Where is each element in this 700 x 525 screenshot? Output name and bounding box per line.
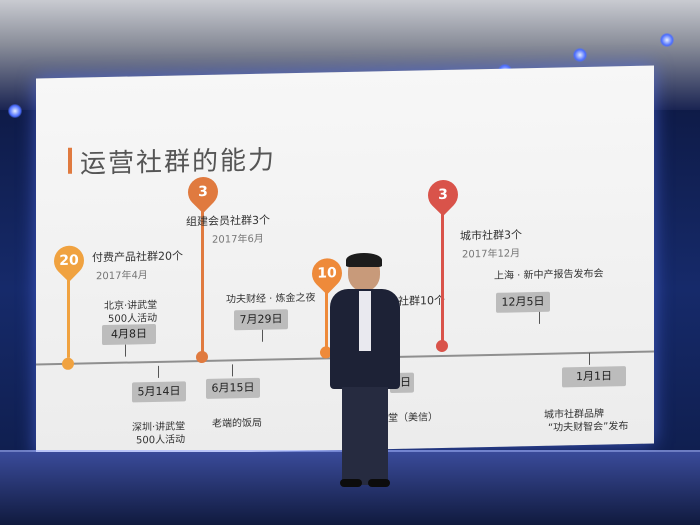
pin-stem (67, 277, 70, 358)
title-accent-bar (68, 147, 72, 174)
event-caption: “功夫财智会”发布 (548, 421, 629, 434)
pin-date: 2017年4月 (96, 270, 148, 283)
pin-stem (441, 211, 444, 342)
stage-light (573, 48, 587, 62)
slide-title: 运营社群的能力 (80, 145, 277, 180)
event-date-box: 12月5日 (496, 291, 550, 313)
pin-stem (325, 290, 328, 349)
pin-label: 组建会员社群3个 (186, 213, 270, 229)
event-tick (262, 329, 263, 342)
pin-base-dot (62, 357, 74, 370)
stage-light (660, 33, 674, 47)
event-tick (232, 364, 233, 377)
event-tick (589, 352, 590, 365)
stage-light (8, 104, 22, 118)
presenter-hair (346, 253, 382, 267)
presenter-shoe (368, 479, 390, 487)
event-caption: 500人活动 (136, 434, 186, 447)
pin-date: 2017年6月 (212, 233, 264, 246)
event-date-box: 7月29日 (234, 309, 288, 331)
event-caption: 上海 · 新中产报告发布会 (494, 268, 604, 282)
event-tick (539, 311, 540, 324)
milestone-pin: 20 (47, 239, 91, 282)
pin-date: 2017年12月 (462, 248, 521, 261)
event-date-box: 6月15日 (206, 377, 260, 399)
event-tick (158, 365, 159, 378)
event-caption: 500人活动 (108, 312, 158, 325)
event-caption: 老端的饭局 (212, 417, 262, 430)
pin-label: 社群10个 (398, 293, 445, 308)
event-tick (125, 344, 126, 357)
milestone-pin: 3 (181, 170, 225, 214)
pin-label: 付费产品社群20个 (92, 249, 183, 265)
pin-number: 20 (59, 252, 79, 269)
milestone-pin: 3 (421, 173, 465, 217)
pin-label: 城市社群3个 (460, 228, 522, 243)
event-date-box: 4月8日 (102, 323, 156, 346)
event-caption: 功夫财经 · 炼金之夜 (226, 292, 316, 306)
presenter (330, 253, 400, 490)
pin-base-dot (436, 339, 448, 353)
event-date-box: 5月14日 (132, 381, 186, 403)
presenter-legs (342, 387, 388, 485)
presenter-shirt (359, 291, 371, 351)
pin-stem (201, 208, 204, 354)
presenter-shoe (340, 479, 362, 487)
event-date-box: 1月1日 (562, 366, 626, 388)
pin-number: 3 (438, 186, 448, 204)
pin-number: 3 (198, 183, 208, 201)
